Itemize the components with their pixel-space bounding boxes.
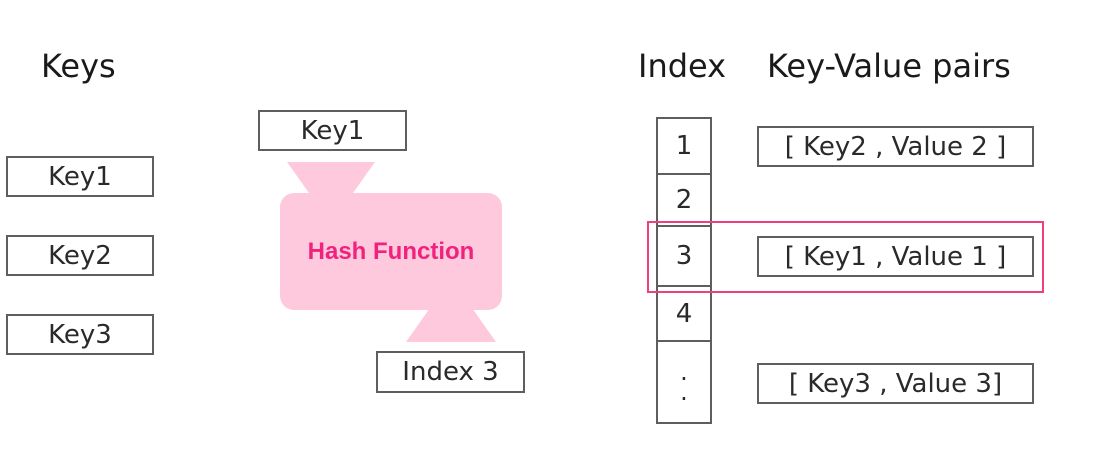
hash-output-funnel — [406, 310, 496, 342]
index-cell-more: . . — [656, 340, 712, 424]
index-dot-1: . — [680, 358, 688, 386]
index-cell-4: 4 — [656, 285, 712, 342]
index-cell-2: 2 — [656, 173, 712, 227]
pair-box-3: [ Key3 , Value 3] — [757, 363, 1034, 404]
hash-function-label: Hash Function — [307, 237, 475, 265]
index-dot-2: . — [680, 378, 688, 406]
hash-function-block: Hash Function — [280, 193, 502, 310]
pair-box-2: [ Key1 , Value 1 ] — [757, 236, 1034, 277]
index-cell-1: 1 — [656, 117, 712, 175]
pair-box-1: [ Key2 , Value 2 ] — [757, 126, 1034, 167]
hash-input-funnel — [287, 162, 375, 193]
hash-input-box: Key1 — [258, 110, 407, 151]
keys-heading: Keys — [41, 47, 116, 85]
key-box-3: Key3 — [6, 314, 154, 355]
index-cell-3: 3 — [656, 225, 712, 287]
hash-output-box: Index 3 — [376, 351, 525, 393]
key-box-1: Key1 — [6, 156, 154, 197]
index-heading: Index — [638, 47, 727, 85]
key-box-2: Key2 — [6, 235, 154, 276]
pairs-heading: Key-Value pairs — [767, 47, 1011, 85]
